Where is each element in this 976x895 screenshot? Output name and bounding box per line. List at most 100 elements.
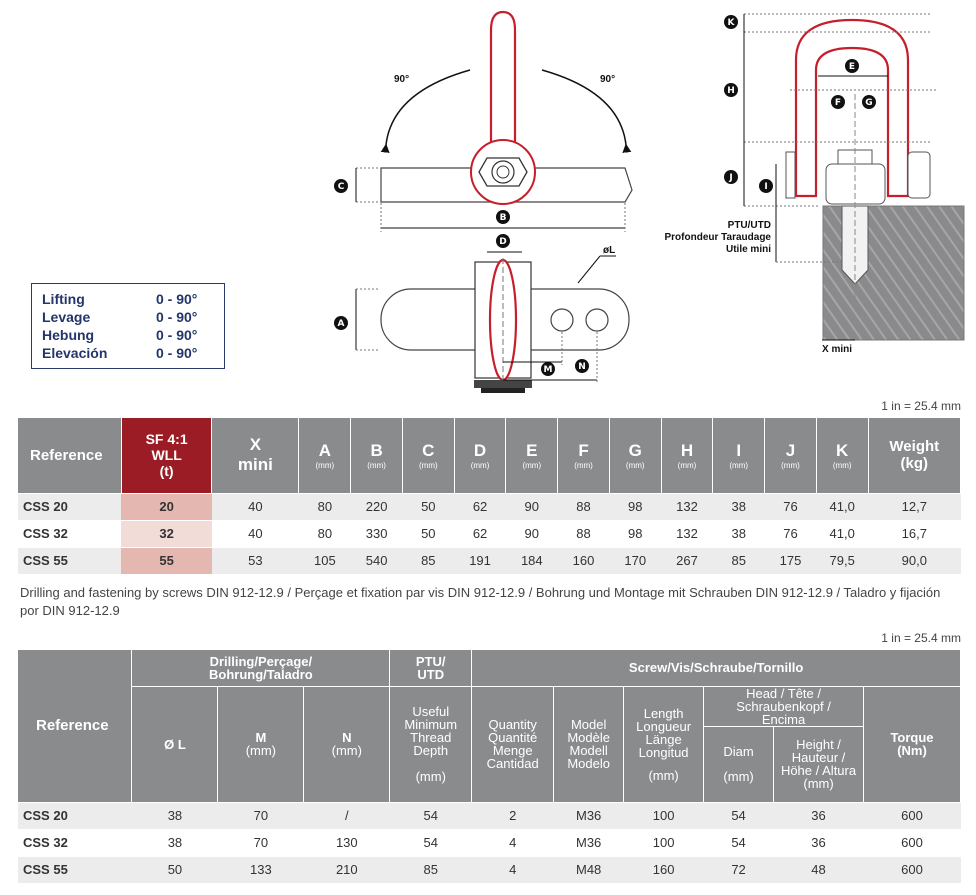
torque-label: Torque [890,730,934,745]
badge-letter: A [338,319,345,329]
dim-unit: (mm) [781,460,800,470]
cell-b: 220 [350,493,403,521]
col-d: D(mm) [454,418,507,494]
col-head-diam: Diam (mm) [703,726,775,803]
cell-model: M36 [553,829,624,857]
col-head-height: Height / Hauteur / Höhe / Altura (mm) [773,726,864,803]
lifting-label: Elevación [42,345,108,361]
cell-ol: 50 [131,856,218,884]
col-length: Length Longueur Länge Longitud (mm) [623,686,705,803]
diam-unit: (mm) [723,769,754,784]
dimension-badge-c: C [334,179,348,193]
cell-wll: 32 [121,520,212,548]
cell-m: 70 [217,829,304,857]
dim-label: H [680,440,694,460]
m-label: M [255,730,267,745]
cell-b: 540 [350,547,403,575]
col-reference: Reference [18,650,133,803]
n-unit: (mm) [331,743,362,758]
col-sf-wll: SF 4:1 WLL (t) [121,418,213,494]
col-reference: Reference [18,418,122,494]
dim-unit: (mm) [315,460,335,470]
m-unit: (mm) [245,743,277,758]
col-e: E(mm) [505,418,559,494]
useful-label: Depth [413,743,449,758]
torque-unit: (Nm) [897,743,927,758]
head-label: Schraubenkopf / [736,698,831,714]
badge-letter: I [764,182,767,192]
cell-d: 62 [454,493,506,521]
cell-model: M36 [553,802,624,830]
x-mini: mini [237,455,273,475]
badge-letter: E [849,62,855,72]
dimension-badge-a: A [334,316,348,330]
badge-letter: D [499,237,506,247]
model-label: Modell [569,743,608,758]
cell-h: 267 [661,547,713,575]
quantity-label: Quantité [488,730,538,745]
diam-label: Diam [723,744,754,759]
dimension-badge-h: H [724,83,738,97]
cell-qty: 4 [471,856,554,884]
cell-j: 76 [764,520,817,548]
unit-note: 1 in = 25.4 mm [881,399,961,413]
dimension-badge-m: M [541,362,555,376]
useful-label: Useful [412,704,450,719]
dim-label: E [526,440,538,460]
dia-l-label: øL [603,245,615,256]
cell-diam: 54 [703,829,774,857]
wll-label: WLL [151,447,182,464]
col-useful-depth: Useful Minimum Thread Depth (mm) [389,686,473,803]
cell-e: 90 [505,520,558,548]
cell-wll: 20 [121,493,212,521]
lifting-value: 0 - 90° [156,327,198,343]
col-drilling-group: Drilling/Perçage/ Bohrung/Taladro [131,650,391,687]
badge-letter: G [865,98,872,108]
dimension-badge-e: E [845,59,859,73]
dimension-badge-i: I [759,179,773,193]
col-k: K(mm) [816,418,869,494]
col-model: Model Modèle Modell Modelo [553,686,625,803]
dim-label: K [836,440,849,460]
dimension-badge-j: J [724,170,738,184]
cell-h: 132 [661,493,713,521]
height-label: Hauteur / [791,750,846,765]
cell-len: 100 [623,802,704,830]
col-diameter-l: Ø L [131,686,219,803]
cell-n: / [303,802,390,830]
row-reference: CSS 32 [18,829,132,857]
cell-ptu: 85 [389,856,472,884]
cell-c: 50 [402,493,455,521]
drilling-label: Bohrung/Taladro [208,666,313,682]
cell-i: 38 [712,520,765,548]
weight-label: Weight [889,438,940,456]
cell-n: 210 [303,856,390,884]
dim-label: A [318,440,331,460]
lifting-value: 0 - 90° [156,309,198,325]
dimensions-table: Reference SF 4:1 WLL (t) X mini A(mm) B(… [18,418,962,575]
front-view: 90° 90° [355,10,633,232]
dim-unit: (mm) [729,460,749,470]
dimension-badge-k: K [724,15,738,29]
angle-left-label: 90° [394,74,409,85]
dimension-badge-b: B [496,210,510,224]
cell-torque: 600 [863,802,961,830]
cell-g: 98 [609,493,662,521]
height-unit: (mm) [803,776,834,791]
cell-d: 191 [454,547,506,575]
side-view: X mini PTU/UTD Profondeur Taraudage Util… [665,13,965,355]
ptu-label: UTD [417,666,445,682]
row-reference: CSS 20 [18,493,122,521]
cell-w: 16,7 [868,520,961,548]
cell-height: 48 [773,856,864,884]
row-reference: CSS 55 [18,856,132,884]
cell-height: 36 [773,829,864,857]
cell-ptu: 54 [389,829,472,857]
